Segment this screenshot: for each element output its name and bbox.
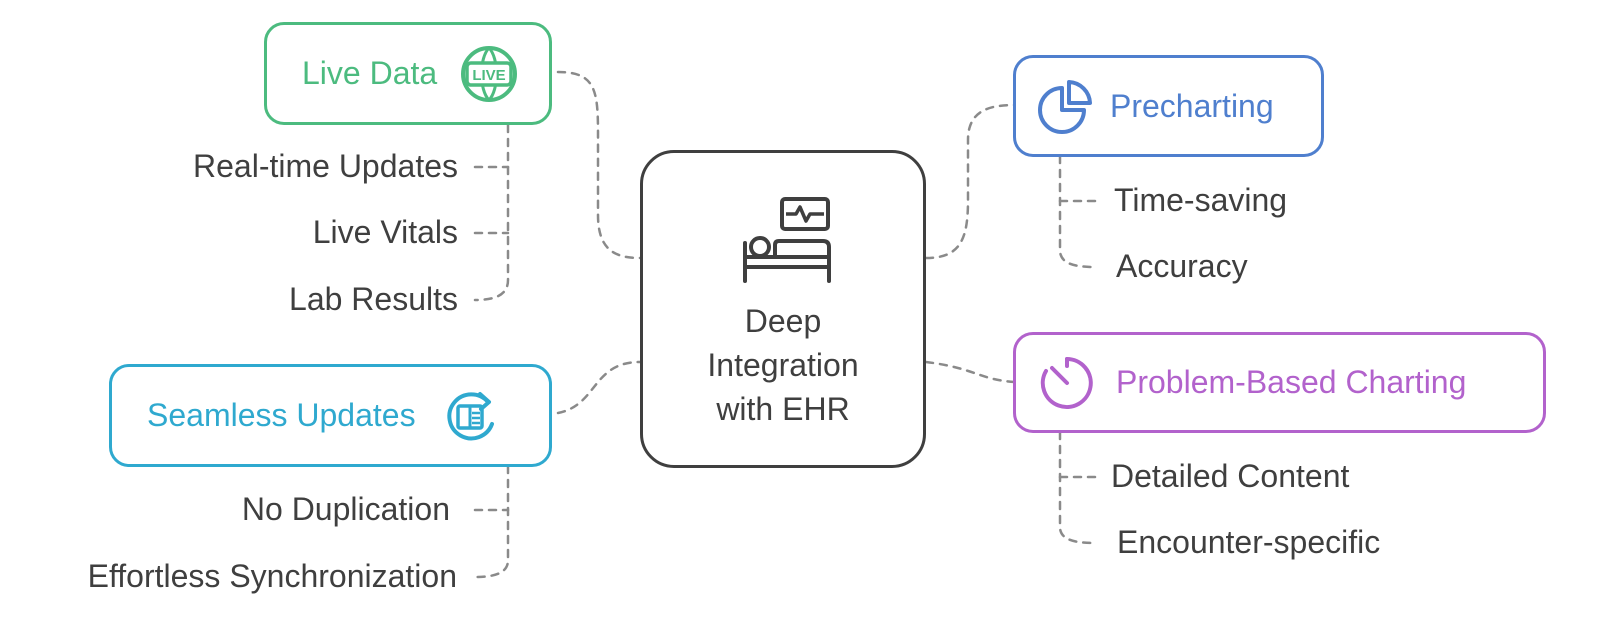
seamless-updates-node: Seamless Updates: [109, 364, 552, 467]
center-title: Deep Integration with EHR: [643, 299, 923, 431]
leaf-live-vitals: Live Vitals: [312, 214, 458, 250]
tree-seamless: [473, 464, 510, 579]
leaf-lab-results: Lab Results: [289, 281, 458, 317]
hospital-bed-monitor-icon: [743, 197, 831, 283]
leaf-realtime-updates: Real-time Updates: [193, 148, 458, 184]
tree-problem-based: [1058, 430, 1097, 545]
connector-seamless-updates: [556, 360, 642, 415]
tree-live-data: [473, 123, 510, 302]
sync-document-icon: [442, 388, 498, 444]
leaf-time-saving: Time-saving: [1114, 182, 1288, 218]
problem-based-charting-node: Problem-Based Charting: [1013, 332, 1546, 433]
connector-problem-based: [924, 360, 1017, 384]
precharting-node: Precharting: [1013, 55, 1324, 157]
leaf-effortless-synchronization: Effortless Synchronization: [87, 558, 457, 594]
live-data-node: Live Data LIVE: [264, 22, 552, 125]
tree-precharting: [1058, 154, 1097, 269]
pie-chart-icon: [1038, 78, 1094, 134]
live-globe-icon: LIVE: [459, 44, 519, 104]
timer-icon: [1038, 354, 1096, 412]
center-title-line-3: with EHR: [716, 391, 850, 427]
seamless-updates-label: Seamless Updates: [147, 397, 416, 433]
connector-precharting: [924, 103, 1017, 260]
leaf-accuracy: Accuracy: [1116, 248, 1248, 284]
leaf-no-duplication: No Duplication: [241, 491, 450, 527]
center-node: Deep Integration with EHR: [640, 150, 926, 468]
live-data-label: Live Data: [302, 55, 438, 91]
leaf-detailed-content: Detailed Content: [1111, 458, 1350, 494]
center-title-line-1: Deep: [744, 303, 822, 339]
center-title-line-2: Integration: [707, 347, 859, 383]
svg-text:LIVE: LIVE: [473, 67, 506, 84]
connector-live-data: [556, 70, 642, 260]
problem-based-charting-label: Problem-Based Charting: [1116, 364, 1467, 400]
leaf-encounter-specific: Encounter-specific: [1117, 524, 1381, 560]
precharting-label: Precharting: [1110, 87, 1274, 124]
